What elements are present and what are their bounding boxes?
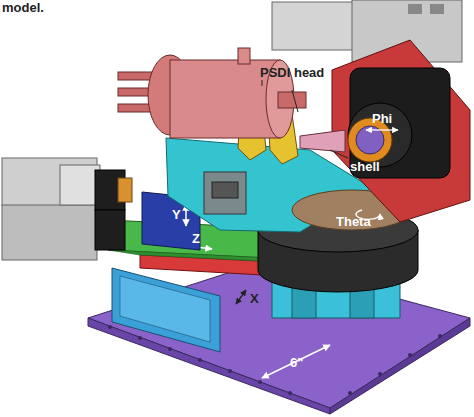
axis-label: Y (172, 208, 181, 221)
axis-label: Z (192, 232, 200, 245)
axis-label: X (250, 292, 259, 305)
dimension-label: 6" (290, 356, 303, 369)
axis-label: Theta (336, 215, 371, 228)
part-label: Phi (372, 112, 392, 125)
part-label: PSDI head (260, 66, 324, 79)
caption-fragment: model. (2, 1, 44, 14)
part-label: shell (350, 160, 380, 173)
